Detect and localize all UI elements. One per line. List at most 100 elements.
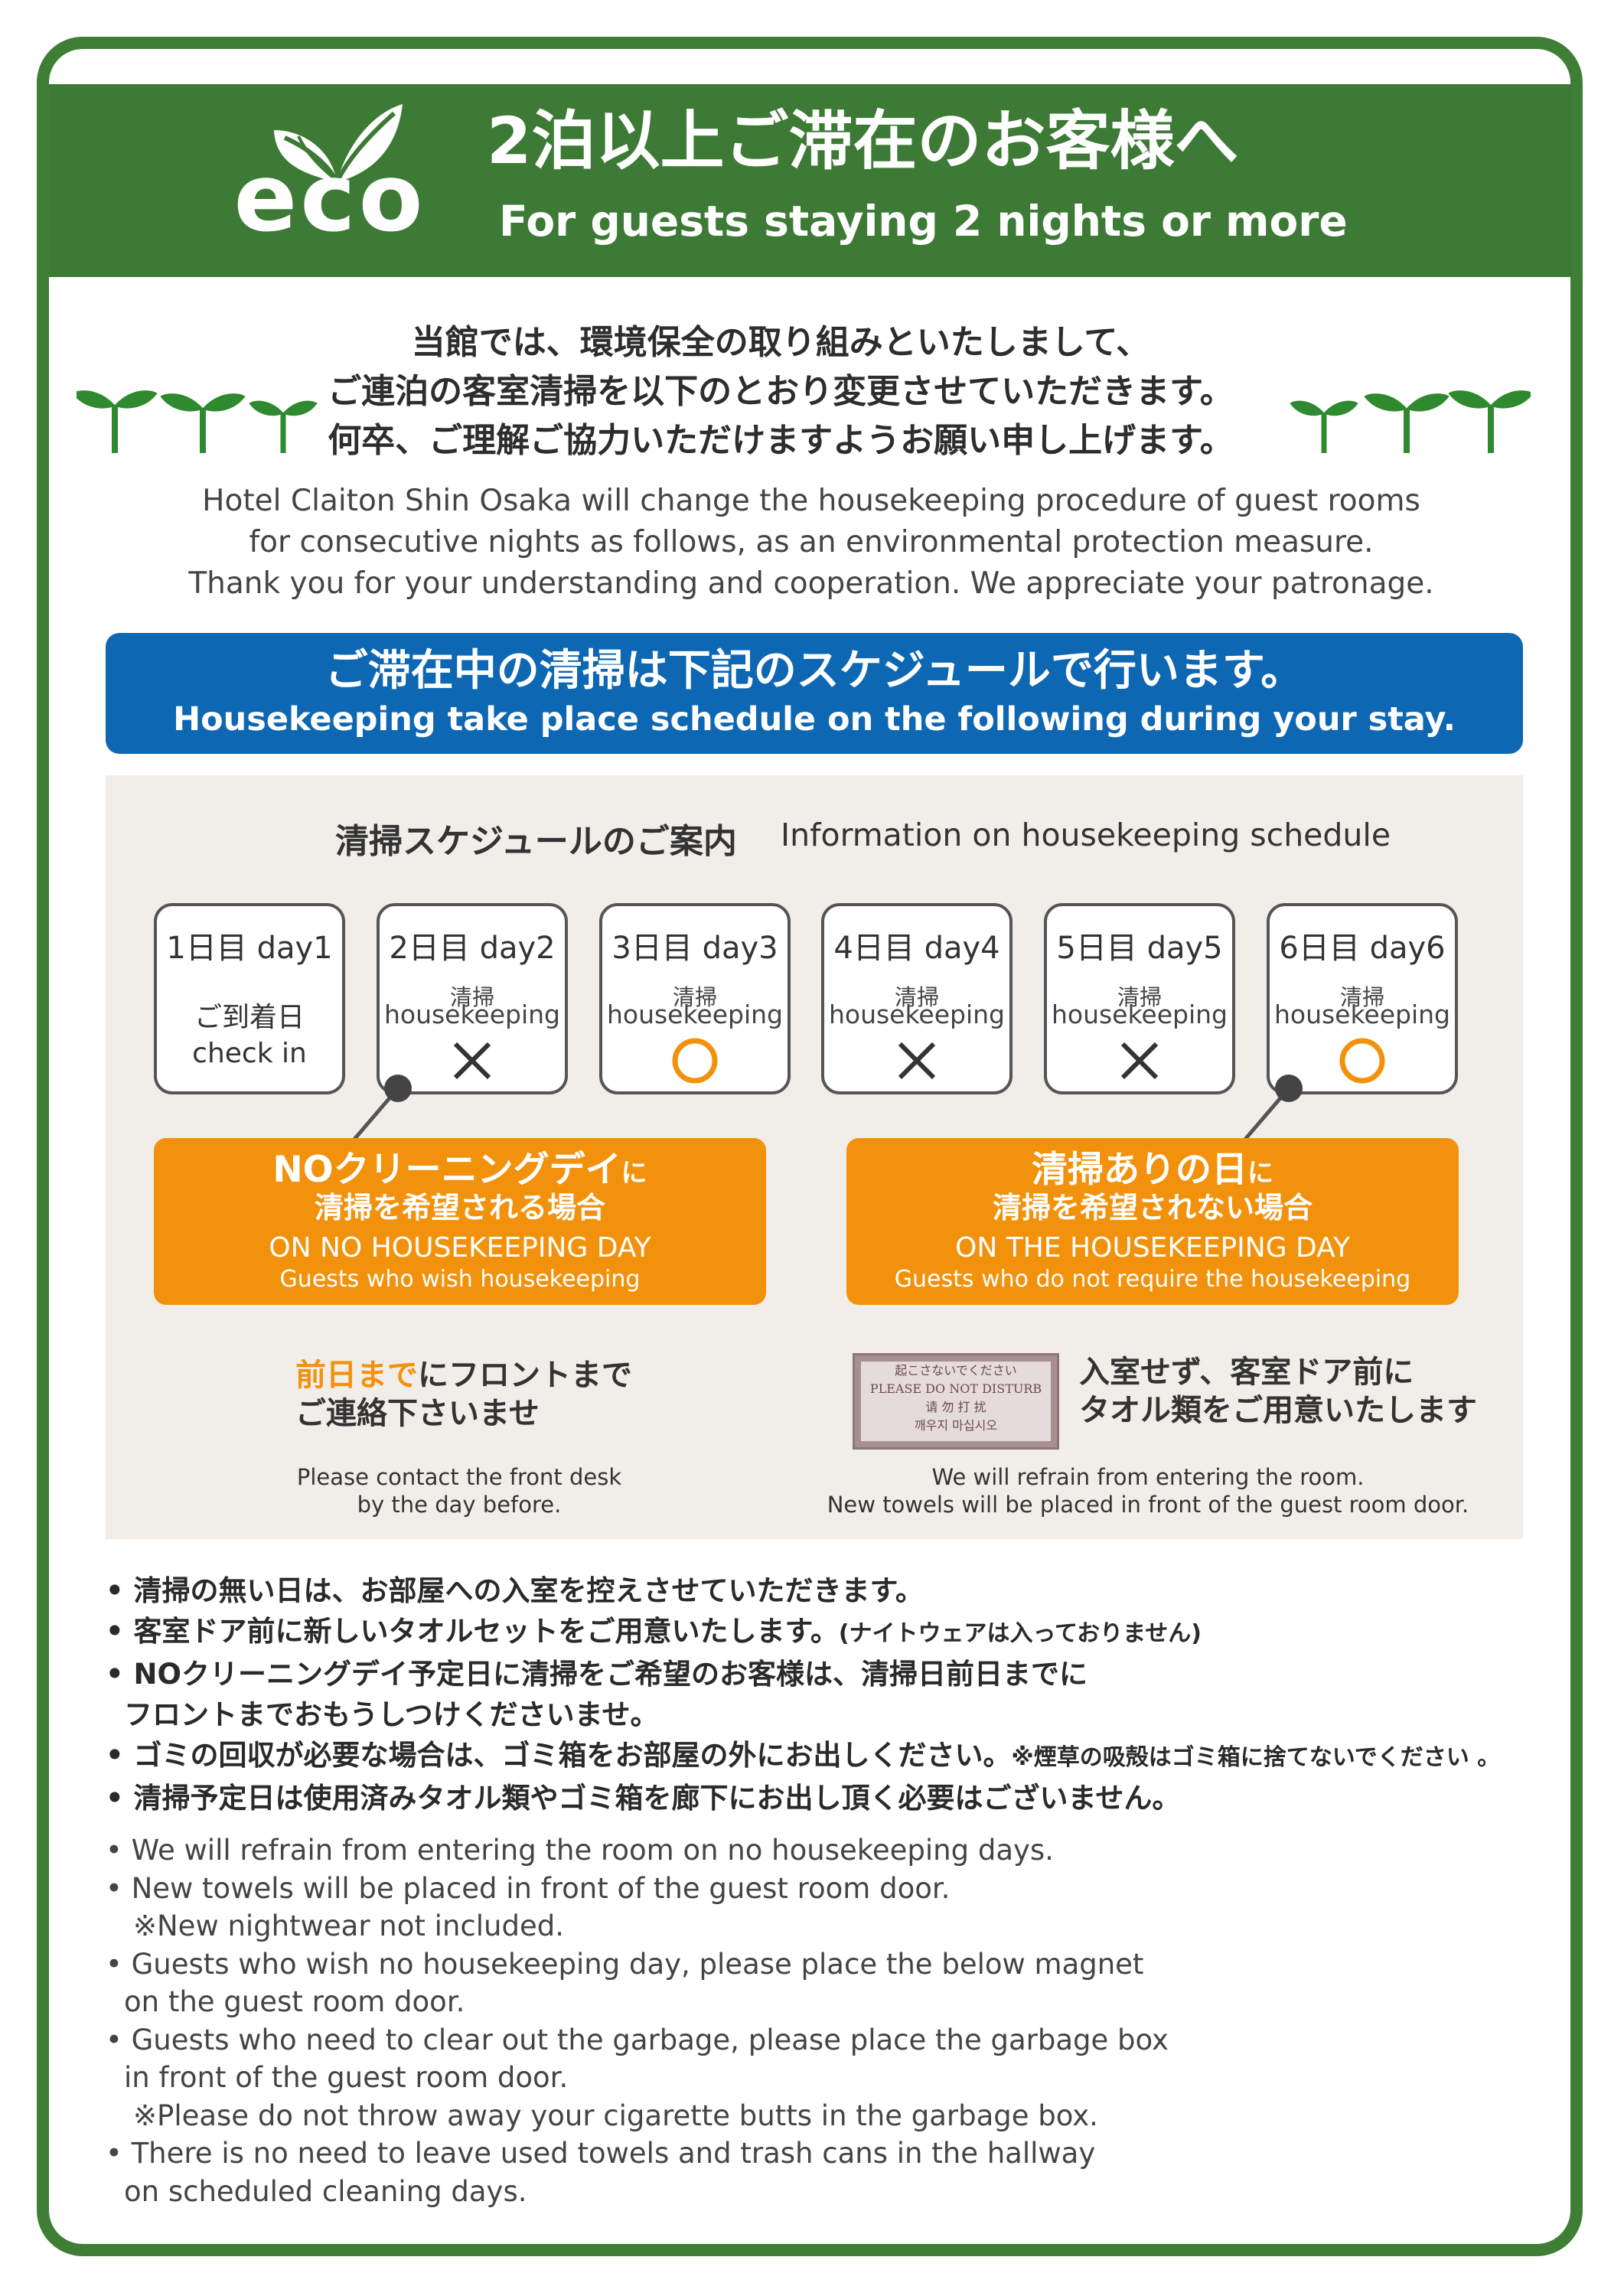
note-en-item: ※Please do not throw away your cigarette… bbox=[133, 2099, 1098, 2132]
housekeeping-label-en: housekeeping bbox=[606, 1000, 784, 1029]
note-en-item: • New towels will be placed in front of … bbox=[106, 1871, 951, 1905]
housekeeping-label-en: housekeeping bbox=[383, 1000, 561, 1029]
page-title-en: For guests staying 2 nights or more bbox=[499, 197, 1348, 246]
day-label: 4日目 day4 bbox=[833, 931, 1000, 966]
day-card-1: 1日目 day1 ご到着日 check in bbox=[154, 903, 345, 1094]
circle-icon bbox=[1339, 1038, 1385, 1084]
refrain-ja-line: 入室せず、客室ドア前に bbox=[1079, 1355, 1414, 1390]
housekeeping-day-box: 清掃ありの日に 清掃を希望されない場合 ON THE HOUSEKEEPING … bbox=[846, 1138, 1459, 1305]
contact-en-line: Please contact the front desk bbox=[296, 1464, 622, 1490]
do-not-disturb-sign: 起こさないでください PLEASE DO NOT DISTURB 请 勿 打 扰… bbox=[853, 1353, 1059, 1450]
housekeeping-day-suffix: に bbox=[1247, 1158, 1273, 1189]
day-label: 2日目 day2 bbox=[389, 931, 556, 966]
note-en-item: • We will refrain from entering the room… bbox=[106, 1834, 1054, 1867]
do-not-disturb-sign-face: 起こさないでください PLEASE DO NOT DISTURB 请 勿 打 扰… bbox=[861, 1362, 1051, 1441]
sprouts-right-icon bbox=[1290, 390, 1531, 453]
note-ja-item: • NOクリーニングデイ予定日に清掃をご希望のお客様は、清掃日前日までに bbox=[106, 1658, 1088, 1691]
housekeeping-day-sub-ja: 清掃を希望されない場合 bbox=[992, 1191, 1313, 1225]
housekeeping-label-en: housekeeping bbox=[1273, 1000, 1451, 1029]
intro-ja-line: ご連泊の客室清掃を以下のとおり変更させていただきます。 bbox=[328, 372, 1234, 411]
day-card-4: 4日目 day4 清掃 housekeeping bbox=[821, 903, 1013, 1094]
contact-text: にフロントまで bbox=[418, 1358, 632, 1393]
check-in-label: check in bbox=[192, 1038, 307, 1069]
circle-icon bbox=[672, 1038, 718, 1084]
notes-ja: • 清掃の無い日は、お部屋への入室を控えさせていただきます。 • 客室ドア前に新… bbox=[106, 1570, 1560, 1818]
contact-text-line2: ご連絡下さいませ bbox=[295, 1396, 540, 1431]
cross-icon bbox=[1120, 1042, 1159, 1080]
note-en-item: • There is no need to leave used towels … bbox=[106, 2137, 1096, 2170]
schedule-title-en: Information on housekeeping schedule bbox=[781, 817, 1391, 853]
sprouts-left-icon bbox=[77, 390, 318, 453]
note-en-item: • Guests who wish no housekeeping day, p… bbox=[106, 1947, 1144, 1981]
sign-line: 起こさないでください bbox=[895, 1363, 1017, 1378]
schedule-title-ja: 清掃スケジュールのご案内 bbox=[335, 822, 737, 861]
note-ja-text: • 客室ドア前に新しいタオルセットをご用意いたします。 bbox=[106, 1615, 839, 1648]
note-en-item: in front of the guest room door. bbox=[124, 2061, 569, 2094]
no-housekeeping-day-sub-ja: 清掃を希望される場合 bbox=[314, 1191, 605, 1225]
day-card-3: 3日目 day3 清掃 housekeeping bbox=[599, 903, 791, 1094]
note-ja-item: • 清掃の無い日は、お部屋への入室を控えさせていただきます。 bbox=[106, 1574, 924, 1607]
refrain-entry-ja: 入室せず、客室ドア前に タオル類をご用意いたします bbox=[1079, 1353, 1477, 1430]
schedule-banner-ja: ご滞在中の清掃は下記のスケジュールで行います。 bbox=[324, 646, 1304, 696]
note-ja-item: • 客室ドア前に新しいタオルセットをご用意いたします。(ナイトウェアは入っており… bbox=[106, 1611, 1560, 1654]
note-ja-item: • ゴミの回収が必要な場合は、ゴミ箱をお部屋の外にお出しください。※煙草の吸殻は… bbox=[106, 1735, 1560, 1778]
sign-line: 请 勿 打 扰 bbox=[925, 1400, 986, 1414]
housekeeping-label-en: housekeeping bbox=[828, 1000, 1006, 1029]
note-ja-text: • ゴミの回収が必要な場合は、ゴミ箱をお部屋の外にお出しください。 bbox=[106, 1739, 1012, 1772]
intro-ja-line: 何卒、ご理解ご協力いただけますようお願い申し上げます。 bbox=[328, 421, 1234, 460]
note-en-item: ※New nightwear not included. bbox=[133, 1910, 564, 1942]
schedule-banner-en: Housekeeping take place schedule on the … bbox=[173, 700, 1456, 739]
note-ja-item: • 清掃予定日は使用済みタオル類やゴミ箱を廊下にお出し頂く必要はございません。 bbox=[106, 1782, 1181, 1815]
housekeeping-day-heading: 清掃ありの日に bbox=[846, 1152, 1459, 1188]
housekeeping-label-ja: 清掃 bbox=[1117, 984, 1162, 1010]
refrain-en-line: New towels will be placed in front of th… bbox=[827, 1492, 1469, 1518]
note-en-item: on scheduled cleaning days. bbox=[124, 2174, 527, 2208]
no-housekeeping-day-box: NOクリーニングデイに 清掃を希望される場合 ON NO HOUSEKEEPIN… bbox=[154, 1138, 766, 1305]
refrain-ja-line: タオル類をご用意いたします bbox=[1079, 1393, 1477, 1428]
notes-en: • We will refrain from entering the room… bbox=[106, 1831, 1254, 2210]
housekeeping-day-title-en: ON THE HOUSEKEEPING DAY bbox=[955, 1232, 1350, 1264]
no-housekeeping-day-suffix: に bbox=[621, 1158, 647, 1189]
intro-ja: 当館では、環境保全の取り組みといたしまして、 ご連泊の客室清掃を以下のとおり変更… bbox=[253, 318, 1309, 465]
note-en-item: on the guest room door. bbox=[124, 1985, 465, 2018]
note-ja-aside: ※煙草の吸殻はゴミ箱に捨てないでください 。 bbox=[1011, 1744, 1501, 1771]
housekeeping-label-en: housekeeping bbox=[1051, 1000, 1228, 1029]
day-label: 5日目 day5 bbox=[1056, 931, 1223, 966]
deadline-highlight: 前日まで bbox=[295, 1358, 418, 1393]
day-card-2: 2日目 day2 清掃 housekeeping bbox=[377, 903, 568, 1094]
sign-line: 깨우지 마십시오 bbox=[914, 1418, 998, 1433]
housekeeping-label-ja: 清掃 bbox=[672, 984, 717, 1010]
arrival-day-label: ご到着日 bbox=[194, 1002, 305, 1033]
housekeeping-label-ja: 清掃 bbox=[449, 984, 494, 1010]
intro-ja-line: 当館では、環境保全の取り組みといたしまして、 bbox=[411, 323, 1150, 362]
housekeeping-day-title: 清掃ありの日 bbox=[1032, 1149, 1247, 1191]
header-banner bbox=[49, 84, 1572, 277]
refrain-entry-en: We will refrain from entering the room. … bbox=[796, 1463, 1500, 1518]
day-label: 1日目 day1 bbox=[166, 931, 333, 966]
intro-en-line: for consecutive nights as follows, as an… bbox=[249, 525, 1374, 559]
connector-day6 bbox=[1241, 1075, 1303, 1143]
note-ja-aside: (ナイトウェアは入っておりません) bbox=[838, 1620, 1202, 1647]
housekeeping-day-sub-en: Guests who do not require the housekeepi… bbox=[894, 1266, 1411, 1293]
refrain-en-line: We will refrain from entering the room. bbox=[931, 1464, 1365, 1490]
note-ja-item: フロントまでおもうしつけくださいませ。 bbox=[124, 1698, 659, 1731]
no-housekeeping-day-title-en: ON NO HOUSEKEEPING DAY bbox=[269, 1232, 651, 1264]
day-card-5: 5日目 day5 清掃 housekeeping bbox=[1044, 903, 1235, 1094]
note-en-item: • Guests who need to clear out the garba… bbox=[106, 2023, 1169, 2056]
schedule-banner: ご滞在中の清掃は下記のスケジュールで行います。 Housekeeping tak… bbox=[106, 633, 1523, 754]
housekeeping-label-ja: 清掃 bbox=[894, 984, 939, 1010]
intro-en-line: Thank you for your understanding and coo… bbox=[188, 566, 1434, 601]
page-title-ja: 2泊以上ご滞在のお客様へ bbox=[487, 103, 1239, 178]
day-label: 3日目 day3 bbox=[611, 931, 778, 966]
contact-front-desk-en: Please contact the front desk by the day… bbox=[253, 1463, 666, 1518]
connector-day2 bbox=[351, 1075, 412, 1143]
day-card-6: 6日目 day6 清掃 housekeeping bbox=[1267, 903, 1458, 1094]
intro-en-line: Hotel Claiton Shin Osaka will change the… bbox=[202, 484, 1420, 518]
housekeeping-label-ja: 清掃 bbox=[1339, 984, 1384, 1010]
contact-front-desk-ja: 前日までにフロントまで ご連絡下さいませ bbox=[295, 1356, 632, 1433]
sign-line: PLEASE DO NOT DISTURB bbox=[869, 1381, 1042, 1396]
cross-icon bbox=[453, 1042, 491, 1080]
eco-logo-text: eco bbox=[233, 144, 426, 253]
no-housekeeping-day-sub-en: Guests who wish housekeeping bbox=[279, 1266, 641, 1293]
no-housekeeping-day-heading: NOクリーニングデイに bbox=[154, 1152, 766, 1188]
